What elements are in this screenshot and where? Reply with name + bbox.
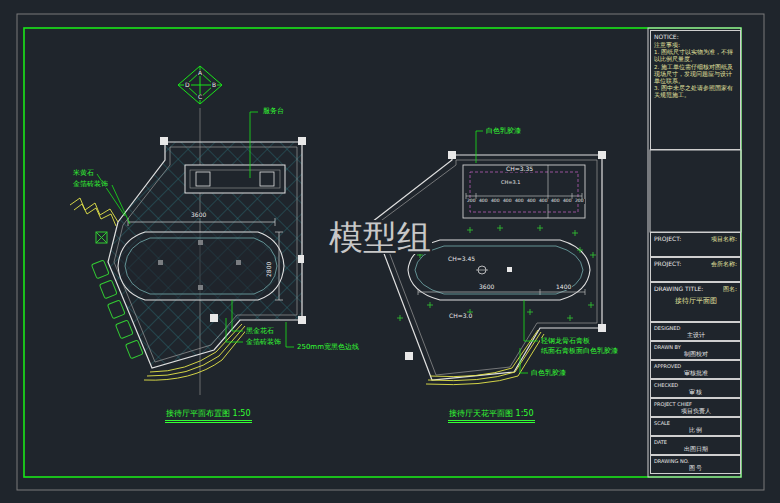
material-callout: 白色乳胶漆 xyxy=(530,370,567,377)
field-label: PROJECT: xyxy=(654,260,681,268)
material-callout: 轻钢龙骨石膏板 xyxy=(540,338,591,345)
notice-text: 1. 图纸尺寸以实物为准，不得以比例尺量度。 xyxy=(654,49,737,63)
approved-cell: APPROVED审核批准 xyxy=(650,360,741,379)
watermark: 模型组 xyxy=(328,220,432,254)
drawing-title: 接待厅天花平面图 1:50 xyxy=(448,410,535,423)
notice-text: 2. 施工单位需仔细核对图纸及现场尺寸，发现问题应与设计单位联系。 xyxy=(654,64,737,85)
material-callout: 金箔砖装饰 xyxy=(72,181,109,188)
drawing-no-cell: DRAWING NO.图 号 xyxy=(650,455,741,474)
field-value: 接待厅平面图 xyxy=(654,297,737,306)
field-value: 出图日期 xyxy=(654,445,737,453)
field-value: 审 核 xyxy=(654,388,737,396)
field-value: 会所名称: xyxy=(711,260,737,268)
date-cell: DATE出图日期 xyxy=(650,436,741,455)
notice-box: NOTICE:注意事项:1. 图纸尺寸以实物为准，不得以比例尺量度。2. 施工单… xyxy=(650,30,741,150)
field-value: 图 号 xyxy=(654,464,737,472)
field-value: 审核批准 xyxy=(654,369,737,377)
checked-cell: CHECKED审 核 xyxy=(650,379,741,398)
field-label: APPROVED xyxy=(654,363,737,369)
ceiling-height: CH=3.45 xyxy=(447,256,476,262)
ceiling-height: CH=3.0 xyxy=(448,313,473,319)
drawn-cell: DRAWN BY制图校对 xyxy=(650,341,741,360)
ceiling-height: CH=3.1 xyxy=(500,180,521,185)
dimension-text: 200 xyxy=(466,199,477,204)
dimension-text: 3600 xyxy=(190,212,207,218)
field-label: DESIGNED xyxy=(654,325,737,331)
dimension-text: 400 xyxy=(478,199,489,204)
notice-text: 3. 图中未尽之处请参照国家有关规范施工。 xyxy=(654,85,737,99)
field-value: 项目负责人 xyxy=(654,407,737,415)
dimension-text: 400 xyxy=(514,199,525,204)
project-cell: PROJECT: 项目名称: xyxy=(650,232,741,257)
cell-row: PROJECT: 项目名称: xyxy=(654,235,737,243)
field-value: 项目名称: xyxy=(711,235,737,243)
material-callout: 黑金花石 xyxy=(245,328,275,335)
field-label: CHECKED xyxy=(654,382,737,388)
field-label: PROJECT: xyxy=(654,235,681,243)
field-label: SCALE xyxy=(654,420,737,426)
drawing-title: 接待厅平面布置图 1:50 xyxy=(165,410,252,423)
dimension-text: 400 xyxy=(526,199,537,204)
dimension-text: 1400 xyxy=(555,284,572,290)
field-label: DATE xyxy=(654,439,737,445)
dimension-text: 2800 xyxy=(266,261,272,278)
field-value: 主设计 xyxy=(654,331,737,339)
field-label: PROJECT CHIEF xyxy=(654,401,737,407)
scale-cell: SCALE比 例 xyxy=(650,417,741,436)
dimension-text: 400 xyxy=(538,199,549,204)
compass-letter: D xyxy=(184,82,191,88)
field-label: DRAWING TITLE: xyxy=(654,285,703,293)
material-callout: 金箔砖装饰 xyxy=(245,339,282,346)
material-callout: 米黄石 xyxy=(72,170,95,177)
dimension-text: 400 xyxy=(550,199,561,204)
compass-letter: B xyxy=(211,82,217,88)
compass-letter: C xyxy=(197,94,203,100)
field-value: 制图校对 xyxy=(654,350,737,358)
dimension-text: 400 xyxy=(562,199,573,204)
cell-row: PROJECT: 会所名称: xyxy=(654,260,737,268)
ceiling-height: CH=3.35 xyxy=(505,166,534,172)
dimension-text: 200 xyxy=(574,199,585,204)
material-callout: 白色乳胶漆 xyxy=(485,128,522,135)
designed-cell: DESIGNED主设计 xyxy=(650,322,741,341)
project-cell: PROJECT: 会所名称: xyxy=(650,257,741,282)
field-value: 比 例 xyxy=(654,426,737,434)
compass-letter: A xyxy=(197,70,203,76)
notice-heading: 注意事项: xyxy=(654,41,737,49)
drawing-title-cell: DRAWING TITLE: 图名: 接待厅平面图 xyxy=(650,282,741,322)
notice-heading: NOTICE: xyxy=(654,33,737,41)
chief-cell: PROJECT CHIEF项目负责人 xyxy=(650,398,741,417)
dimension-text: 3600 xyxy=(478,284,495,290)
field-label: DRAWN BY xyxy=(654,344,737,350)
cell-row: DRAWING TITLE: 图名: xyxy=(654,285,737,293)
dimension-text: 400 xyxy=(502,199,513,204)
material-callout: 服务台 xyxy=(262,108,285,115)
material-callout: 纸面石膏板面白色乳胶漆 xyxy=(540,348,619,355)
material-callout: 250mm宽黑色边线 xyxy=(296,344,360,351)
dimension-text: 400 xyxy=(490,199,501,204)
field-value: 图名: xyxy=(723,285,737,293)
field-label: DRAWING NO. xyxy=(654,458,737,464)
